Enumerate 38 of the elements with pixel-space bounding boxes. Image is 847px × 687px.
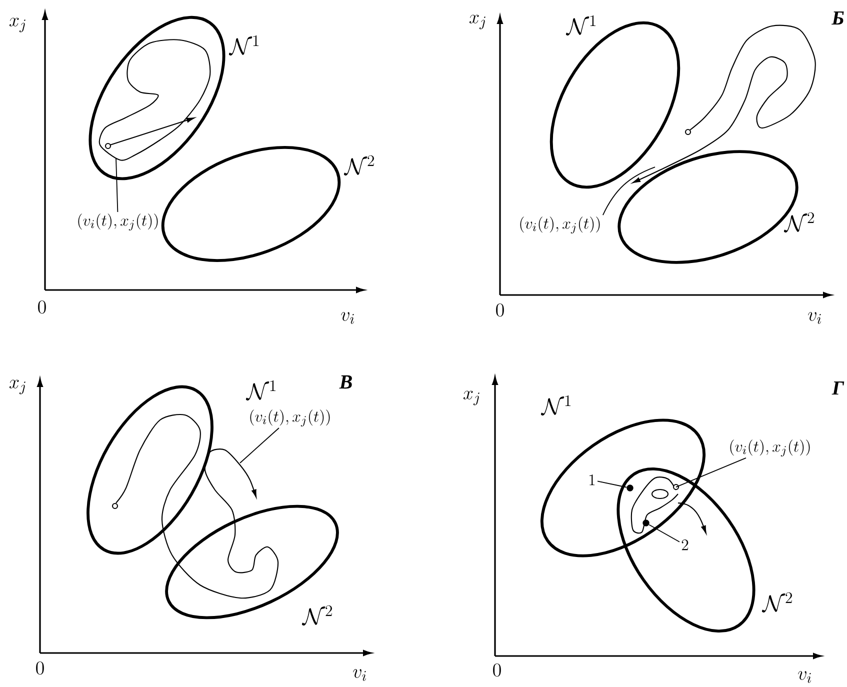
leader-line <box>602 166 656 216</box>
axis-label: $v_i$ <box>798 671 811 683</box>
panel-letter: В <box>339 375 352 389</box>
axis-label: $x_j$ <box>469 14 486 30</box>
leader-line <box>116 158 118 212</box>
region-label: $\mathcal{N}^{1}$ <box>246 380 276 400</box>
axis-label: $x_j$ <box>9 380 26 394</box>
axis-label: $x_j$ <box>9 18 26 32</box>
point-label: $(v_i(t), x_j(t))$ <box>520 216 600 234</box>
axis-label: $0$ <box>36 661 44 675</box>
leader-line <box>597 480 627 488</box>
region-label: $\mathcal{N}^{1}$ <box>566 15 596 36</box>
panel-letter: Г <box>832 381 844 395</box>
axis-label: $0$ <box>493 663 501 677</box>
point-label: $2$ <box>682 540 688 550</box>
region-label: $\mathcal{N}^{2}$ <box>344 155 374 176</box>
trajectory-curve <box>98 39 211 161</box>
axis-label: $v_i$ <box>353 669 366 681</box>
panel-letter: Б <box>831 11 844 25</box>
axis-label: $0$ <box>38 300 46 314</box>
leader-line <box>648 524 680 542</box>
leader-line <box>240 428 280 464</box>
trajectory-curve <box>630 476 706 534</box>
axis-label: $0$ <box>496 303 504 317</box>
region-label: $\mathcal{N}^{2}$ <box>302 605 332 626</box>
region-label: $\mathcal{N}^{1}$ <box>540 395 570 416</box>
point-label: $1$ <box>590 474 595 486</box>
point-label: $(v_i(t), x_j(t))$ <box>250 410 330 426</box>
leader-line <box>676 458 746 488</box>
axis-label: $x_j$ <box>463 390 480 406</box>
region-label: $\mathcal{N}^{2}$ <box>784 212 814 232</box>
region-label: $\mathcal{N}^{2}$ <box>762 592 792 612</box>
axis-label: $v_i$ <box>808 312 821 324</box>
axis-label: $v_i$ <box>341 312 354 324</box>
trajectory-curve <box>632 24 816 184</box>
region-label: $\mathcal{N}^{1}$ <box>228 35 258 56</box>
point-label: $(v_i(t), x_j(t))$ <box>78 214 158 230</box>
point-label: $(v_i(t), x_j(t))$ <box>730 440 810 456</box>
